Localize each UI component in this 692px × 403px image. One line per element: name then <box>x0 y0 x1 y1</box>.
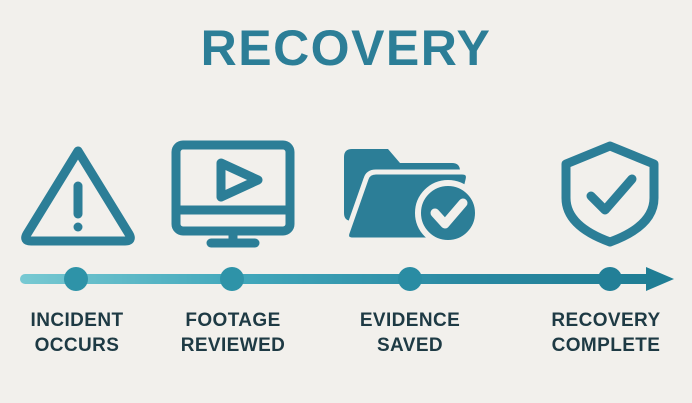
step-4-label-line1: RECOVERY <box>551 310 661 331</box>
timeline-marker <box>398 267 422 291</box>
timeline-marker <box>598 267 622 291</box>
step-3-label-line2: SAVED <box>376 335 444 356</box>
step-3-label-line1: EVIDENCE <box>359 310 461 331</box>
shield-check-icon <box>560 140 660 248</box>
step-2-label-line2: REVIEWED <box>180 335 286 356</box>
step-1-icon-slot <box>13 138 143 250</box>
step-icon-row <box>0 138 692 250</box>
step-2-label-line1: FOOTAGE <box>185 310 281 331</box>
step-4-icon-slot <box>545 138 675 250</box>
timeline-marker <box>64 267 88 291</box>
timeline-marker <box>220 267 244 291</box>
step-1-label-line1: INCIDENT <box>30 310 124 331</box>
step-2-icon-slot <box>168 138 298 250</box>
warning-triangle-icon <box>19 142 137 246</box>
step-1-label-line2: OCCURS <box>34 335 120 356</box>
monitor-play-icon <box>171 140 295 248</box>
step-3-icon-slot <box>344 138 480 250</box>
timeline-arrow <box>0 262 692 296</box>
step-2-label: FOOTAGE REVIEWED <box>148 308 318 358</box>
folder-check-icon <box>340 141 480 247</box>
step-label-row: INCIDENT OCCURS FOOTAGE REVIEWED EVIDENC… <box>0 308 692 368</box>
step-4-label-line2: COMPLETE <box>551 335 661 356</box>
step-4-label: RECOVERY COMPLETE <box>521 308 691 358</box>
step-3-label: EVIDENCE SAVED <box>325 308 495 358</box>
step-1-label: INCIDENT OCCURS <box>0 308 162 358</box>
page-title: RECOVERY <box>200 20 492 76</box>
